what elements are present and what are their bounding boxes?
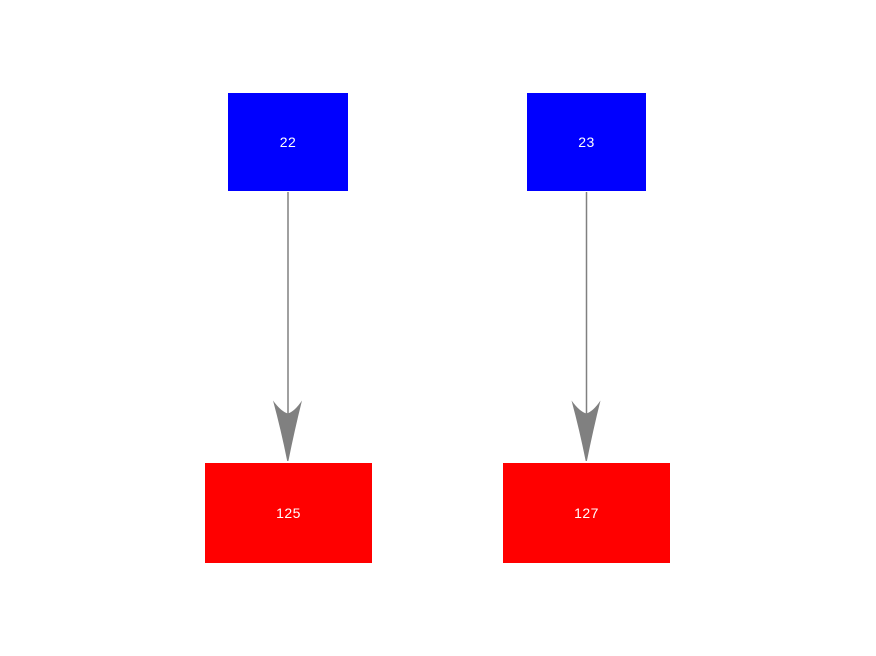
node-125: 125: [205, 463, 372, 563]
node-label: 127: [574, 505, 599, 521]
node-label: 23: [578, 134, 595, 150]
node-label: 125: [276, 505, 301, 521]
edge-22-125: [273, 192, 302, 461]
node-label: 22: [279, 134, 297, 150]
edge-23-127: [571, 192, 601, 461]
node-23: 23: [527, 93, 646, 191]
arrowhead-down-icon: [273, 400, 302, 461]
node-22: 22: [228, 93, 348, 191]
arrowhead-down-icon: [571, 400, 601, 461]
node-127: 127: [503, 463, 670, 563]
